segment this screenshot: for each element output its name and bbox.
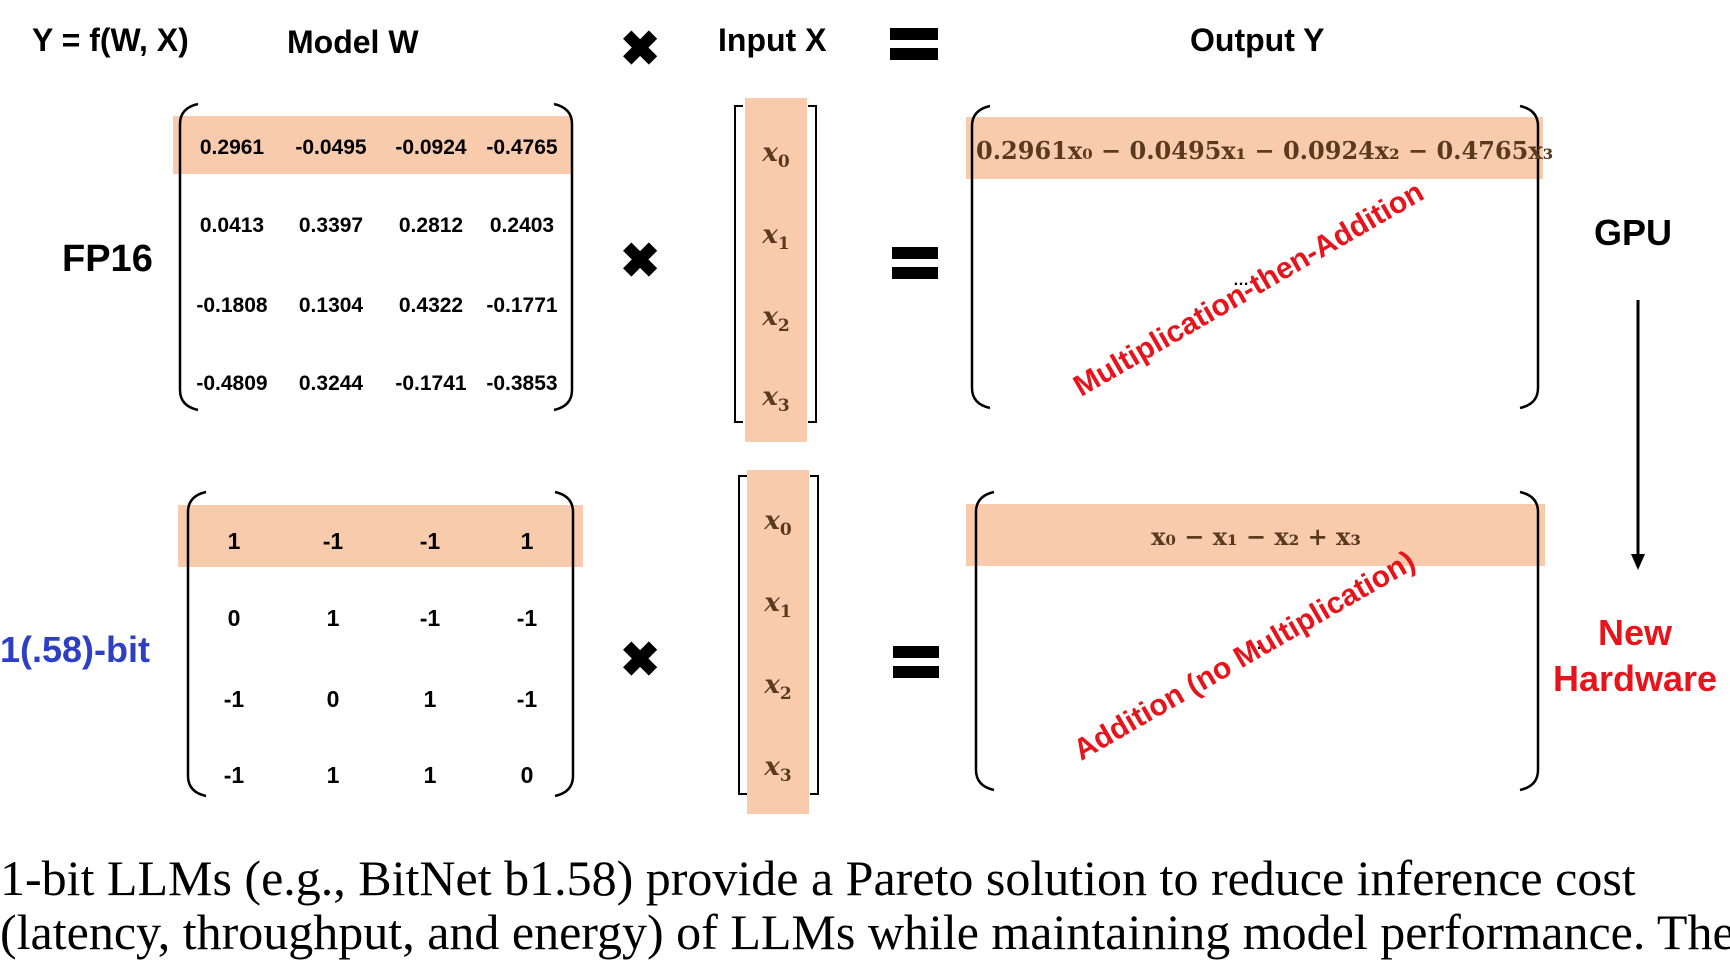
fp16-matrix-cell: -0.0924 <box>395 136 467 159</box>
ternary-annotation: Addition (no Multiplication) <box>1068 544 1421 768</box>
fp16-matrix-cell: -0.4809 <box>196 372 268 395</box>
fp16-matrix-cell: 0.3397 <box>298 214 364 237</box>
caption-line2: (latency, throughput, and energy) of LLM… <box>0 904 1730 960</box>
ternary-matrix-cell: -1 <box>419 528 441 554</box>
ternary-matrix-cell: 1 <box>227 528 241 554</box>
fp16-matrix-cell: -0.1771 <box>486 294 558 317</box>
fp16-matrix-cell: -0.3853 <box>486 372 558 395</box>
equals-icon <box>890 28 938 60</box>
fp16-matrix-cell: 0.2812 <box>398 214 464 237</box>
ternary-output-right-paren <box>1518 490 1542 792</box>
ternary-left-paren <box>184 490 208 798</box>
fp16-input-highlight <box>745 98 807 442</box>
ternary-matrix-cell: -1 <box>516 605 538 631</box>
fp16-left-paren <box>176 102 200 412</box>
ternary-ellipsis: … <box>1246 636 1262 653</box>
fp16-matrix-cell: -0.1741 <box>395 372 467 395</box>
fp16-output-left-paren <box>968 104 992 410</box>
ternary-equals-icon <box>893 646 939 678</box>
ternary-input-highlight <box>747 470 809 814</box>
ternary-matrix-cell: -1 <box>223 686 245 712</box>
ternary-matrix-cell: -1 <box>322 528 344 554</box>
ternary-input-entry: x2 <box>764 670 792 705</box>
fp16-right-paren <box>552 102 576 412</box>
ternary-matrix-cell: 0 <box>326 686 340 712</box>
fp16-matrix-cell: 0.3244 <box>298 372 364 395</box>
ternary-matrix-cell: 1 <box>423 762 437 788</box>
fp16-matrix-cell: 0.0413 <box>199 214 265 237</box>
fp16-label: FP16 <box>62 238 153 280</box>
ternary-matrix-cell: 0 <box>520 762 534 788</box>
formula-label: Y = f(W, X) <box>32 22 189 58</box>
fp16-matrix-cell: -0.1808 <box>196 294 268 317</box>
fp16-output-highlight <box>966 117 1543 179</box>
ternary-matrix-cell: 0 <box>227 605 241 631</box>
ternary-matrix-cell: 1 <box>326 605 340 631</box>
ternary-matrix-cell: -1 <box>419 605 441 631</box>
fp16-matrix-cell: 0.2403 <box>489 214 555 237</box>
ternary-input-right-bracket <box>808 474 822 796</box>
ternary-matrix-cell: -1 <box>516 686 538 712</box>
fp16-input-entry: x3 <box>762 382 790 417</box>
input-x-header: Input X <box>718 22 827 58</box>
fp16-matrix-cell: -0.0495 <box>295 136 367 159</box>
fp16-input-entry: x0 <box>762 138 790 173</box>
fp16-matrix-cell: 0.1304 <box>298 294 364 317</box>
fp16-matrix-cell: 0.2961 <box>199 136 265 159</box>
fp16-input-left-bracket <box>731 104 745 424</box>
ternary-input-entry: x1 <box>764 588 792 623</box>
fp16-input-entry: x2 <box>762 302 790 337</box>
ternary-matrix-cell: -1 <box>223 762 245 788</box>
fp16-annotation: Multiplication-then-Addition <box>1068 175 1430 404</box>
fp16-output-right-paren <box>1518 104 1542 410</box>
caption-line1: 1-bit LLMs (e.g., BitNet b1.58) provide … <box>0 850 1636 906</box>
new-hardware-line1: New <box>1597 612 1673 653</box>
ternary-input-entry: x3 <box>764 752 792 787</box>
fp16-ellipsis: … <box>1233 272 1249 289</box>
ternary-times-icon: ✖ <box>620 634 661 687</box>
fp16-row-highlight <box>173 116 571 174</box>
ternary-row-highlight <box>178 505 583 567</box>
fp16-input-right-bracket <box>806 104 820 424</box>
down-arrow-icon <box>1626 300 1650 577</box>
fp16-output-row: 0.2961x₀ − 0.0495x₁ − 0.0924x₂ − 0.4765x… <box>976 136 1554 165</box>
fp16-input-entry: x1 <box>762 220 790 255</box>
ternary-label: 1(.58)-bit <box>0 629 151 670</box>
ternary-matrix-cell: 1 <box>423 686 437 712</box>
fp16-equals-icon <box>892 247 938 279</box>
fp16-matrix-cell: -0.4765 <box>486 136 558 159</box>
gpu-label: GPU <box>1594 212 1673 253</box>
ternary-matrix-cell: 1 <box>326 762 340 788</box>
ternary-output-highlight <box>966 504 1545 566</box>
times-icon: ✖ <box>620 23 661 76</box>
fp16-matrix-cell: 0.4322 <box>398 294 464 317</box>
ternary-right-paren <box>553 490 577 798</box>
ternary-output-left-paren <box>972 490 996 792</box>
new-hardware-label: New Hardware <box>1545 610 1725 702</box>
ternary-matrix-cell: 1 <box>520 528 534 554</box>
ternary-output-row: x₀ − x₁ − x₂ + x₃ <box>1151 522 1361 551</box>
ternary-input-left-bracket <box>735 474 749 796</box>
fp16-times-icon: ✖ <box>620 235 661 288</box>
output-y-header: Output Y <box>1190 22 1325 58</box>
new-hardware-line2: Hardware <box>1552 658 1718 699</box>
model-w-header: Model W <box>287 24 419 60</box>
ternary-input-entry: x0 <box>764 506 792 541</box>
